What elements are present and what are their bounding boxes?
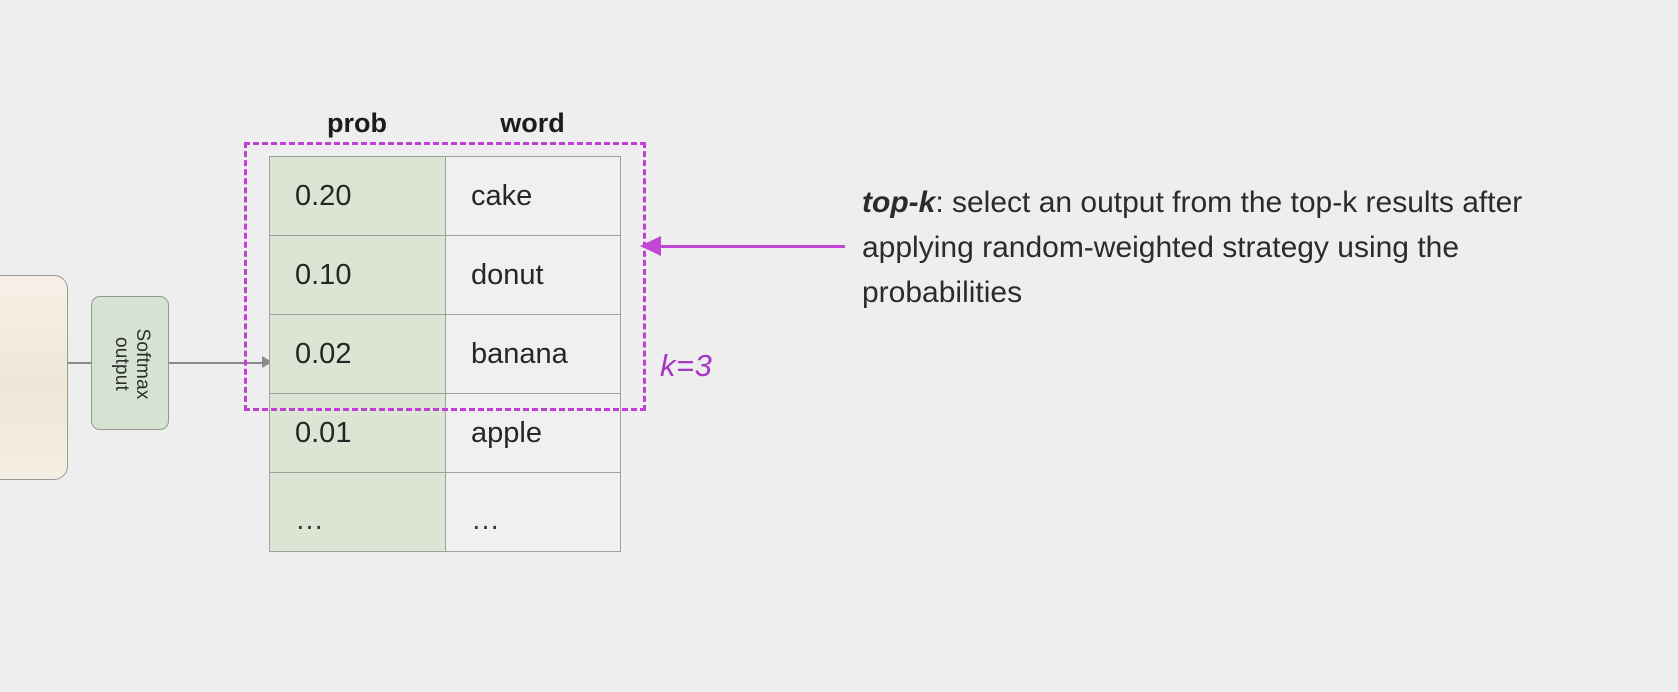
- table-cell-word: banana: [445, 314, 621, 394]
- table-cell-word: donut: [445, 235, 621, 315]
- topk-annotation-text: top-k: select an output from the top-k r…: [862, 180, 1542, 315]
- table-cell-word: cake: [445, 156, 621, 236]
- table-row: ……: [269, 472, 621, 552]
- annotation-term: top-k: [862, 186, 936, 219]
- annotation-separator: :: [935, 186, 952, 219]
- column-header-prob: prob: [327, 108, 387, 138]
- softmax-output-label: Softmax output: [111, 328, 153, 400]
- softmax-output-node: Softmax output: [91, 296, 169, 430]
- column-header-word: word: [500, 108, 565, 138]
- table-cell-prob: 0.10: [269, 235, 446, 315]
- table-cell-prob: 0.02: [269, 314, 446, 394]
- table-cell-word: …: [445, 472, 621, 552]
- table-cell-prob: 0.01: [269, 393, 446, 473]
- connector-line-left: [68, 362, 92, 364]
- callout-arrowhead-icon: [640, 236, 661, 256]
- table-cell-prob: 0.20: [269, 156, 446, 236]
- callout-arrow-line: [659, 245, 845, 249]
- connector-line-right: [169, 362, 270, 364]
- connector-arrowhead-icon: [262, 356, 272, 368]
- upstream-node: [0, 275, 68, 480]
- table-cell-word: apple: [445, 393, 621, 473]
- k-value-label: k=3: [660, 348, 713, 383]
- annotation-body: select an output from the top-k results …: [862, 186, 1523, 309]
- table-cell-prob: …: [269, 472, 446, 552]
